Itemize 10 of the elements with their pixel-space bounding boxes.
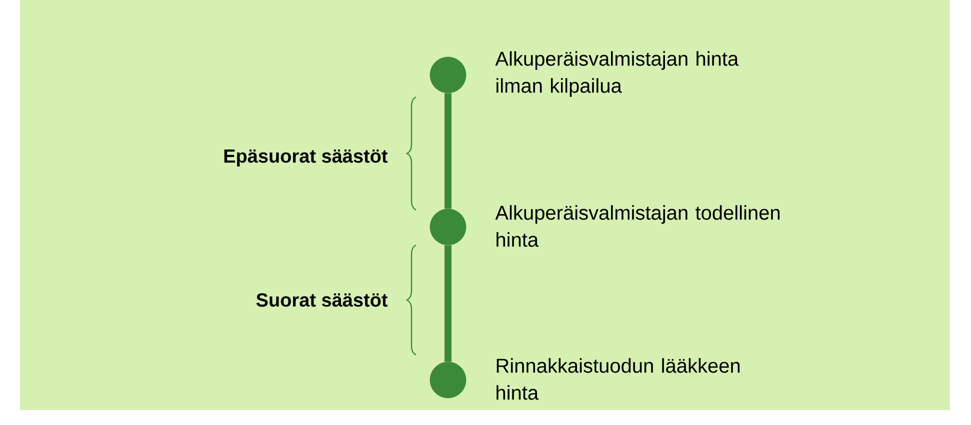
- bracket-label: Epäsuorat säästöt: [224, 149, 388, 167]
- point-label: Alkuperäisvalmistajan hinta ilman kilpailua: [495, 51, 739, 97]
- timeline-dot: [430, 362, 466, 398]
- timeline-line: [444, 93, 452, 209]
- point-label: Alkuperäisvalmistajan todellinen hinta: [495, 205, 780, 247]
- timeline-dot: [430, 56, 466, 94]
- timeline-dot: [430, 208, 466, 246]
- bracket-label: Suorat säästöt: [256, 293, 388, 307]
- point-label: Rinnakkaistuodun lääkkeen hinta: [496, 358, 740, 400]
- timeline-line: [444, 245, 452, 362]
